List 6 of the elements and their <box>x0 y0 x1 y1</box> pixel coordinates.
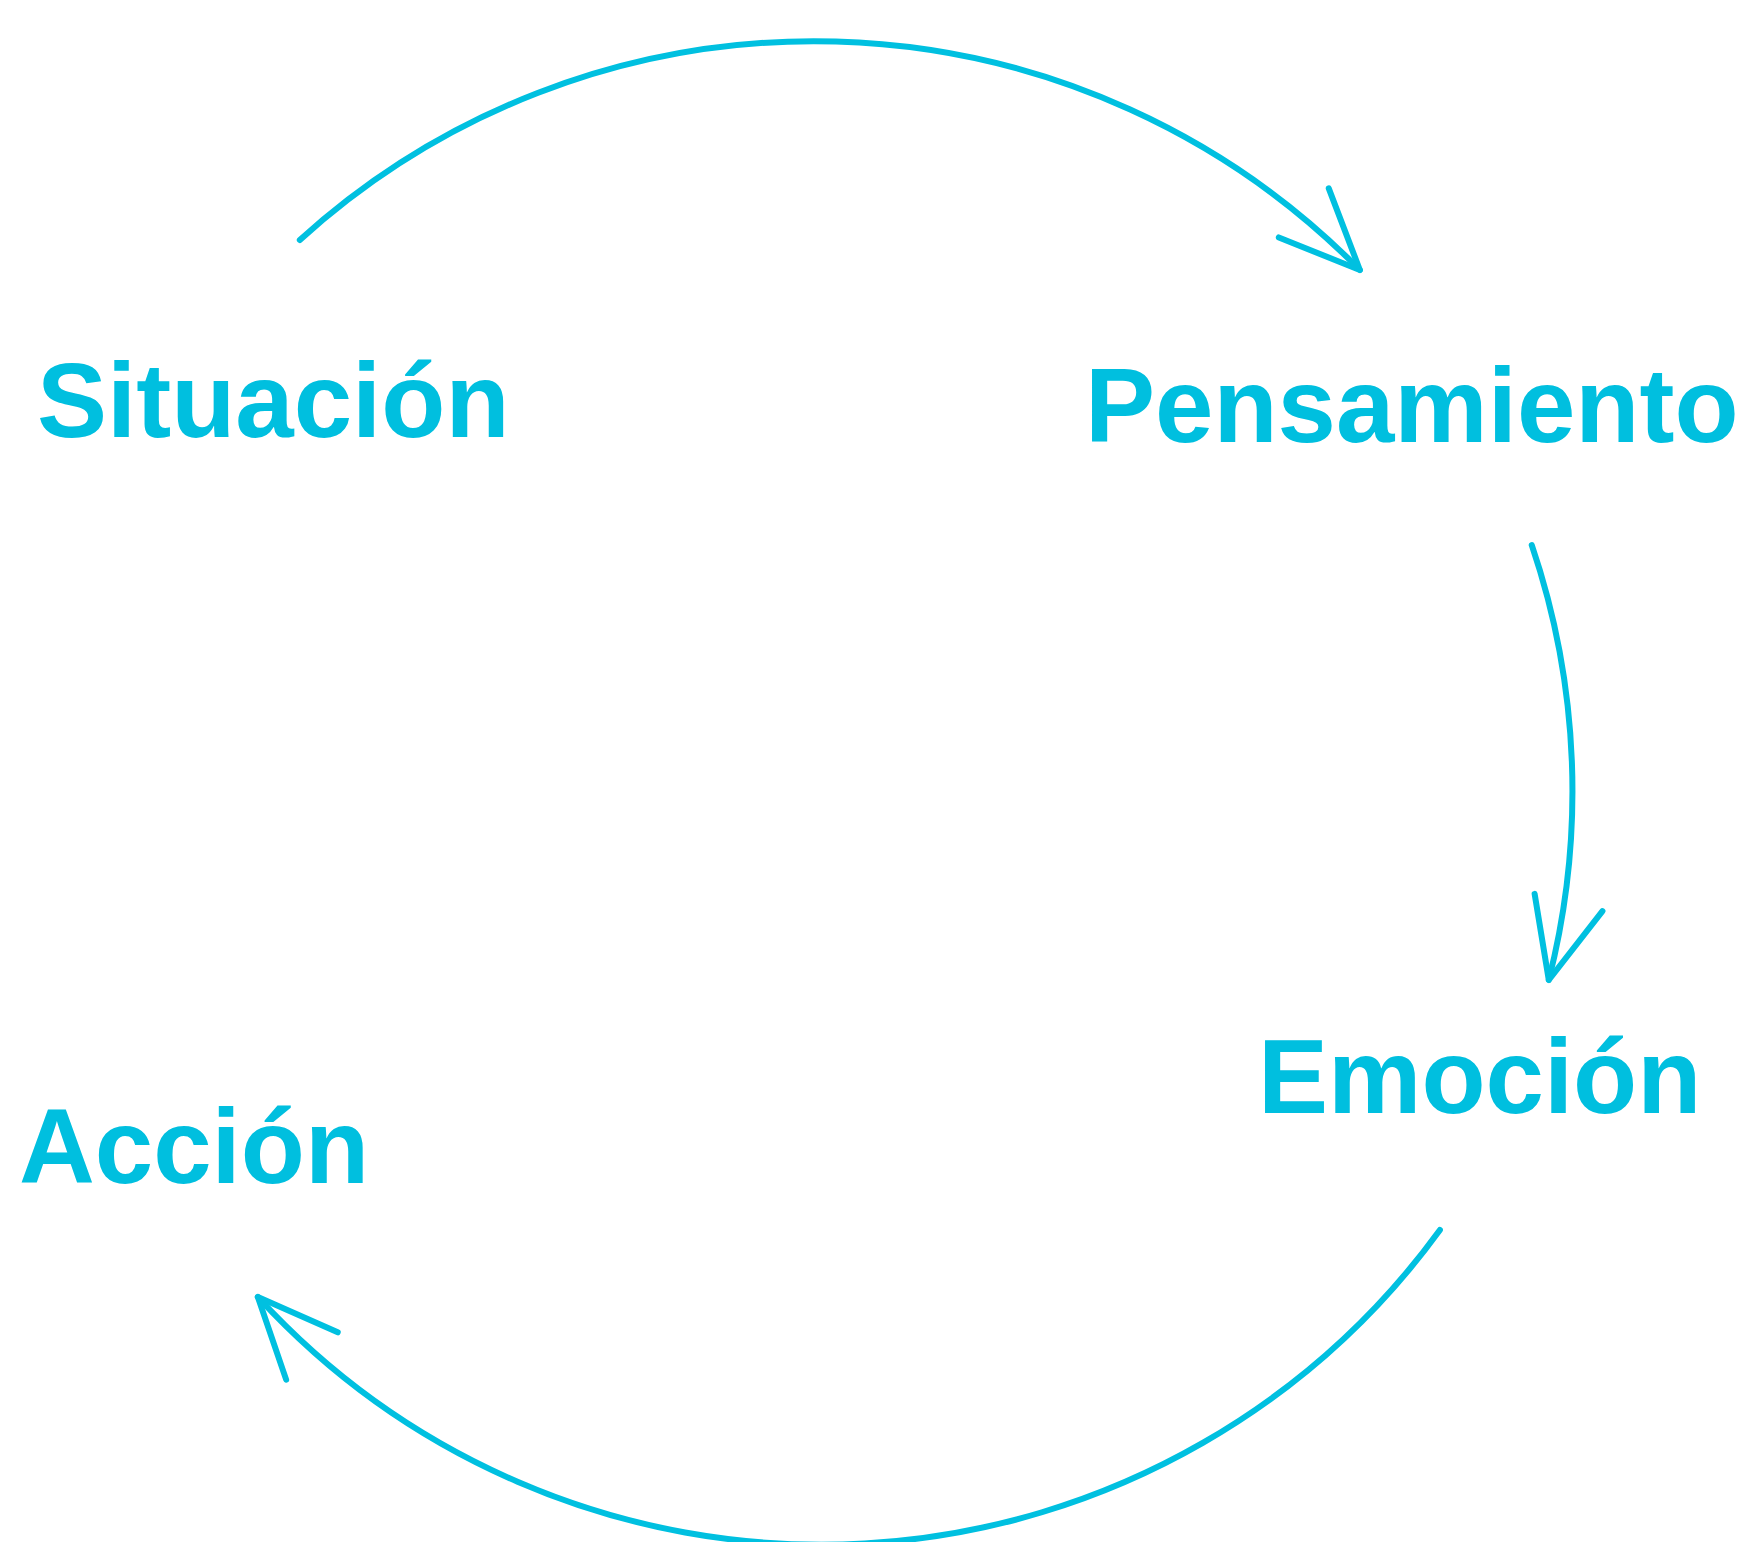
stage-label: Pensamiento <box>1085 353 1739 458</box>
stage-label: Emoción <box>1258 1024 1702 1129</box>
curved-arrow <box>254 1227 1443 1542</box>
stage-label: Situación <box>37 348 510 453</box>
curved-arrow <box>296 38 1363 273</box>
stage-label: Acción <box>19 1094 370 1199</box>
